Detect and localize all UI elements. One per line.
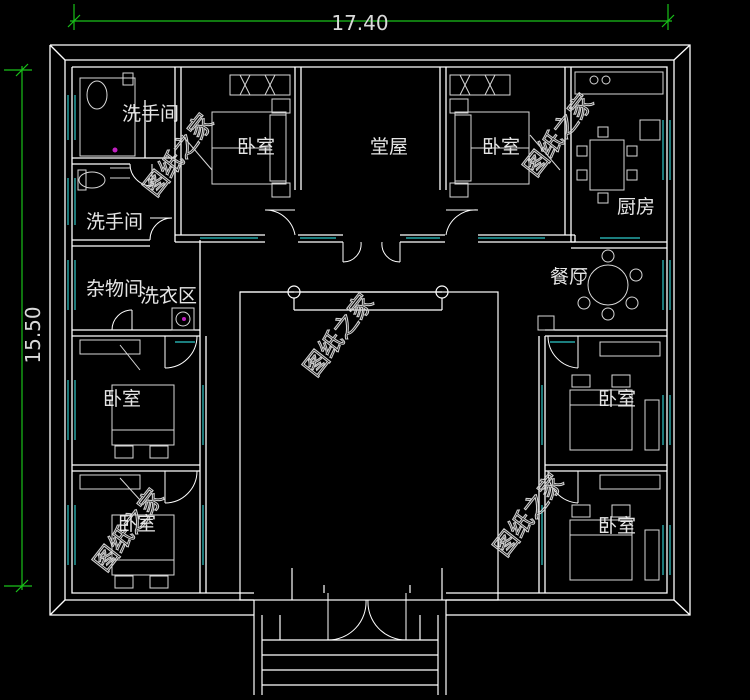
- room-label-washroom-mid: 洗手间: [86, 211, 143, 233]
- watermark-3: 图纸之家: [298, 289, 379, 382]
- dimension-lines: [4, 4, 675, 593]
- entrance-steps: [253, 600, 447, 695]
- room-label-bedroom-top-right: 卧室: [482, 136, 520, 158]
- fixture-accents: [112, 147, 186, 321]
- room-label-dining: 餐厅: [550, 266, 588, 288]
- room-label-storage: 杂物间: [86, 278, 143, 300]
- room-label-washroom-top: 洗手间: [122, 103, 179, 125]
- room-label-bedroom-mid-left: 卧室: [103, 388, 141, 410]
- outer-walls: [49, 44, 691, 616]
- room-label-kitchen: 厨房: [617, 196, 655, 218]
- room-label-main-hall: 堂屋: [370, 136, 408, 158]
- courtyard: [239, 285, 499, 601]
- watermark-5: 图纸之家: [488, 469, 569, 562]
- furniture: [77, 71, 664, 589]
- room-labels: 洗手间 洗手间 杂物间 洗衣区 卧室 堂屋 卧室 厨房 餐厅 卧室 卧室 卧室 …: [86, 103, 655, 537]
- room-label-laundry: 洗衣区: [140, 285, 197, 307]
- doors: [111, 163, 579, 641]
- room-label-bedroom-top-left: 卧室: [237, 136, 275, 158]
- room-label-bedroom-mid-right: 卧室: [598, 388, 636, 410]
- depth-dimension-label: 15.50: [21, 306, 45, 363]
- watermarks: 图纸之家 图纸之家 图纸之家 图纸之家 图纸之家: [88, 88, 600, 577]
- windows: [67, 95, 671, 575]
- width-dimension-label: 17.40: [331, 11, 388, 35]
- room-label-bedroom-low-right: 卧室: [598, 515, 636, 537]
- room-label-bedroom-low-left: 卧室: [118, 513, 156, 535]
